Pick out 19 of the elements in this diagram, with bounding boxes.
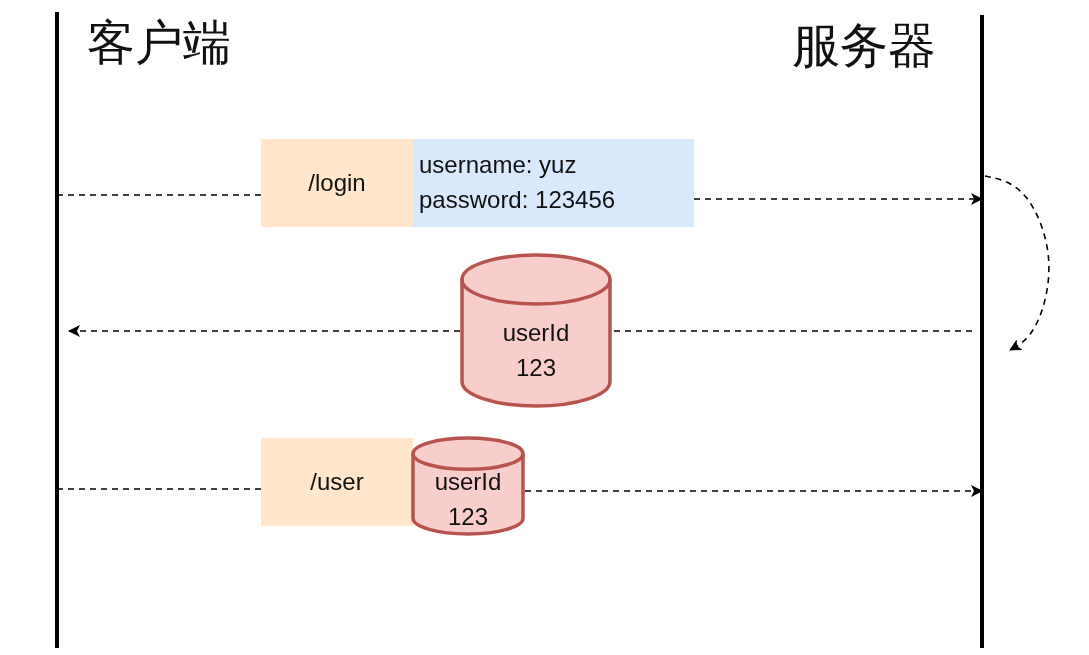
lifeline-heading: 客户端 [87,15,231,71]
message-box [261,438,413,526]
message-text: username: yuz password: 123456 [419,150,617,215]
dashed-arrow [68,325,461,337]
database-cylinder [460,255,612,408]
message-text: userId 123 [433,466,503,532]
lifeline-heading: 服务器 [792,18,936,74]
dashed-arrow [984,175,1050,351]
dashed-arrow [693,193,983,205]
message-box [261,139,413,227]
message-text: /user [310,466,364,497]
dashed-connector [611,330,973,332]
dashed-connector [56,488,262,490]
message-text: /login [308,167,366,198]
message-text: userId 123 [501,318,571,384]
dashed-arrow [524,485,983,497]
database-cylinder [411,438,525,536]
dashed-connector [56,194,262,196]
message-box [413,139,694,227]
